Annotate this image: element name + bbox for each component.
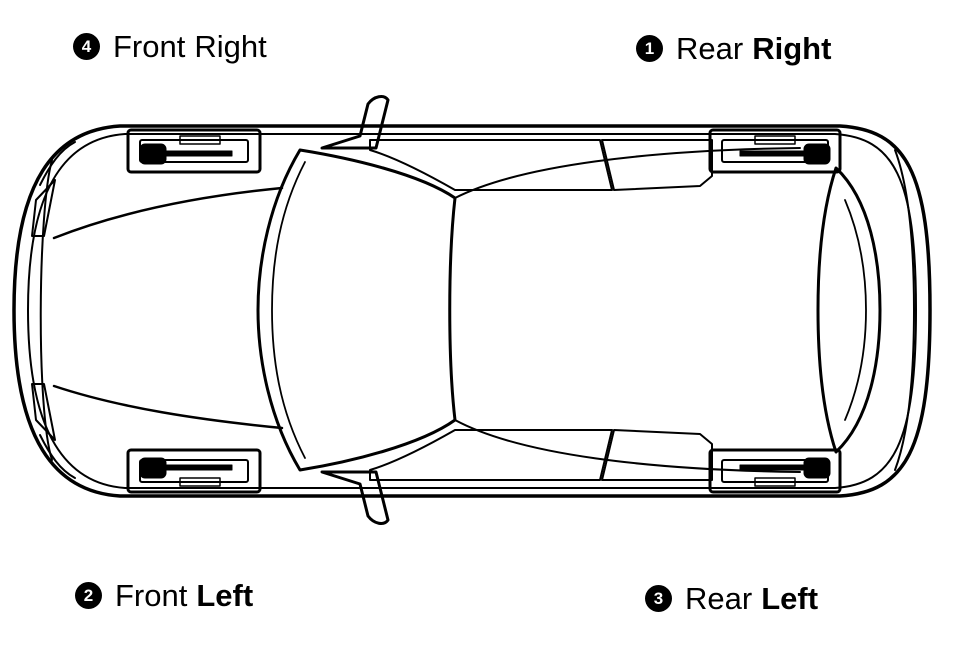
mirror-top	[320, 95, 390, 150]
wheel-rear-left	[708, 448, 842, 494]
label-word-position: Rear	[676, 31, 744, 66]
side-window-top-front	[369, 139, 613, 191]
car-body-outline	[12, 124, 932, 498]
rear-tail	[894, 149, 915, 471]
side-window-top-rear	[601, 139, 713, 191]
number-badge: 1	[636, 35, 663, 62]
front-corner-light-bottom	[31, 383, 76, 479]
windshield	[256, 148, 457, 472]
windshield-inner	[271, 161, 306, 459]
roof-side-top	[454, 147, 801, 199]
label-word-position: Front	[115, 578, 188, 613]
number-badge: 3	[645, 585, 672, 612]
front-bumper	[39, 159, 53, 461]
front-corner-light-top	[31, 141, 76, 237]
label-word-side: Left	[761, 581, 819, 616]
hood-crease-bottom	[52, 384, 284, 430]
mirror-bottom	[320, 470, 390, 525]
label-front-left: 2 Front Left	[75, 580, 253, 611]
label-rear-right: 1 Rear Right	[636, 33, 831, 64]
number-badge: 2	[75, 582, 102, 609]
roof-side-bottom	[454, 419, 801, 473]
wheel-rear-right	[708, 128, 842, 174]
label-word-side: Right	[194, 29, 267, 64]
rear-window	[816, 166, 882, 454]
label-word-side: Right	[752, 31, 832, 66]
label-word-position: Rear	[685, 581, 753, 616]
label-word-side: Left	[196, 578, 254, 613]
wheel-front-right	[126, 128, 262, 174]
label-rear-left: 3 Rear Left	[645, 583, 818, 614]
car-body-inner-line	[27, 133, 917, 489]
label-word-position: Front	[113, 29, 186, 64]
hood-crease-top	[52, 186, 284, 240]
side-window-bottom-front	[369, 429, 613, 481]
label-front-right: 4 Front Right	[73, 31, 267, 62]
number-badge: 4	[73, 33, 100, 60]
rear-window-inner	[844, 199, 867, 421]
side-window-bottom-rear	[601, 429, 713, 481]
wheel-front-left	[126, 448, 262, 494]
